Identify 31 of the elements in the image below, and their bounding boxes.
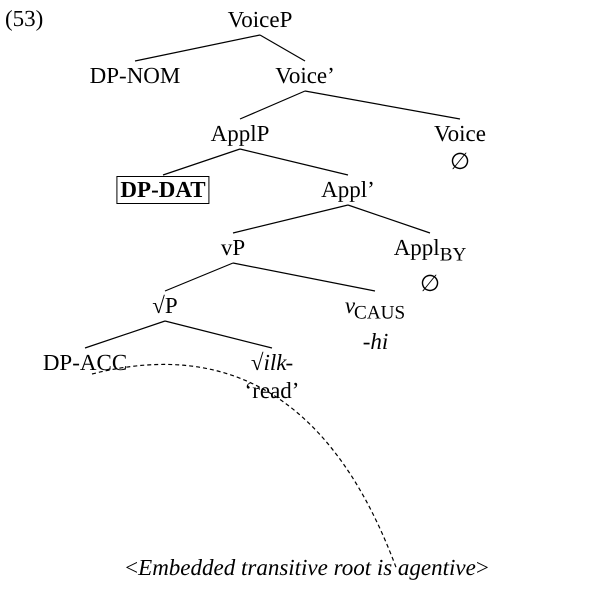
tree-branch <box>304 90 460 120</box>
node-label: Voice’ <box>275 62 335 90</box>
tree-branch <box>84 320 166 349</box>
node-sublabel: ∅ <box>449 148 471 176</box>
node-label: vP <box>220 234 246 262</box>
tree-branch <box>162 148 240 176</box>
node-sublabel: ∅ <box>419 270 441 298</box>
node-label: DP-ACC <box>42 349 128 377</box>
node-label: √ilk- <box>250 349 294 377</box>
node-label: Appl$_{BY}$ <box>394 234 466 268</box>
node-sublabel: -hi <box>362 328 390 356</box>
tree-branch <box>134 34 260 62</box>
example-number: (53) <box>5 6 44 32</box>
node-label: Voice <box>434 120 486 148</box>
tree-branch <box>164 262 234 292</box>
tree-branch <box>232 262 376 292</box>
boxed-label: DP-DAT <box>116 176 210 204</box>
node-label: Appl’ <box>321 176 375 204</box>
node-label: √P <box>152 292 178 320</box>
node-label: v$_{CAUS}$ <box>344 292 406 326</box>
tree-branch <box>240 148 348 176</box>
tree-branch <box>232 204 348 234</box>
node-label: VoiceP <box>228 6 292 34</box>
caption-text: <Embedded transitive root is agentive> <box>125 555 489 581</box>
tree-branch <box>240 90 306 120</box>
tree-branch <box>260 34 306 62</box>
tree-branch <box>164 320 272 349</box>
node-label: DP-NOM <box>90 62 180 90</box>
tree-branch <box>348 204 430 234</box>
node-label: ApplP <box>210 120 270 148</box>
node-sublabel: ‘read’ <box>244 377 300 405</box>
